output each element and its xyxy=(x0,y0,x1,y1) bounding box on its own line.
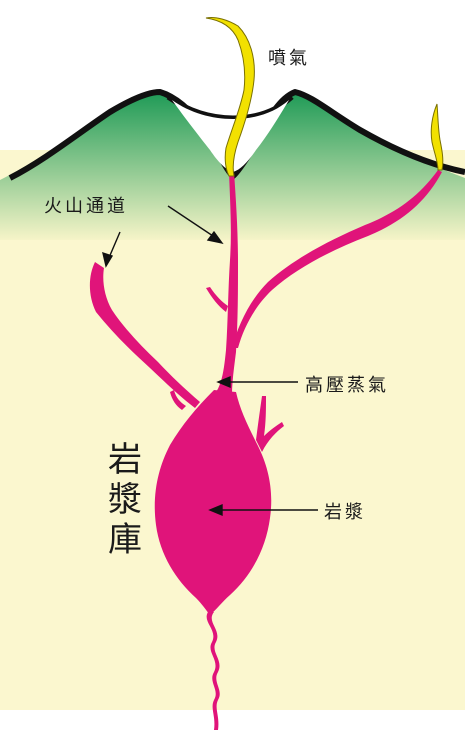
magma-chamber-label: 岩漿庫 xyxy=(108,440,148,560)
magma-label: 岩漿 xyxy=(324,498,366,524)
high-pressure-vapor-label: 高壓蒸氣 xyxy=(305,371,389,397)
vent-gas-label: 噴氣 xyxy=(268,44,310,70)
conduit-label: 火山通道 xyxy=(44,192,128,218)
